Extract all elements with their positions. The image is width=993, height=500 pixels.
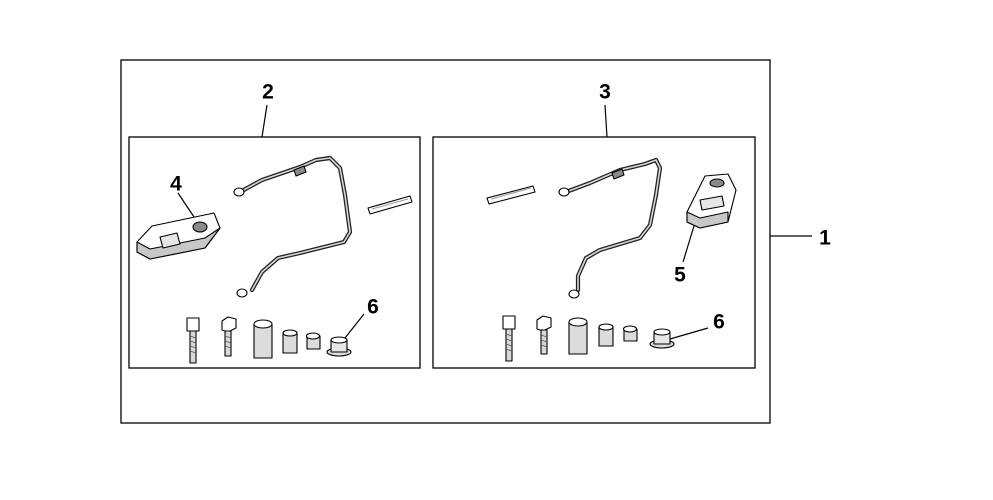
callout-right-set: 3: [599, 80, 611, 104]
callout-kit: 1: [819, 226, 831, 250]
callout-left-set: 2: [262, 80, 274, 104]
leader-right-collar: [669, 327, 709, 340]
right-mid-spacer: [598, 323, 614, 347]
callout-right-collar: 6: [713, 310, 725, 334]
right-mount-bracket: [686, 173, 737, 229]
left-flange-collar: [326, 336, 352, 357]
left-short-spacer: [305, 332, 321, 350]
leader-right-bracket: [682, 225, 695, 263]
right-set-frame: [432, 136, 756, 369]
left-mount-bracket: [136, 212, 221, 260]
left-long-bolt: [186, 317, 200, 364]
right-flange-bolt: [536, 315, 552, 355]
left-support-rod: [233, 155, 353, 298]
callout-left-collar: 6: [367, 295, 379, 319]
leader-right-set: [604, 104, 608, 138]
right-long-bolt: [502, 315, 516, 362]
callout-left-bracket: 4: [170, 172, 182, 196]
leader-left-collar: [344, 313, 365, 339]
left-tall-spacer: [253, 319, 273, 359]
right-tall-spacer: [568, 317, 588, 355]
left-flange-bolt: [221, 316, 237, 357]
kit-frame: [120, 59, 771, 424]
leader-left-bracket: [177, 192, 195, 218]
left-label-strip: [367, 195, 413, 215]
left-mid-spacer: [282, 329, 298, 354]
right-short-spacer: [622, 325, 638, 342]
callout-right-bracket: 5: [674, 263, 686, 287]
right-flange-collar: [649, 328, 675, 349]
right-support-rod: [558, 157, 663, 299]
left-set-frame: [128, 136, 421, 369]
leader-left-set: [261, 104, 268, 138]
